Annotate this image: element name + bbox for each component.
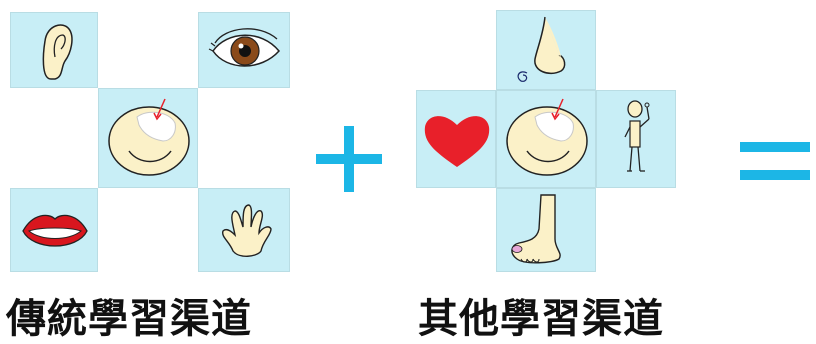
plus-sign — [316, 126, 382, 192]
hand-icon — [221, 204, 272, 257]
brain-tile-right — [496, 90, 596, 188]
traditional-channels-grid — [0, 0, 300, 280]
ear-icon — [42, 24, 73, 80]
hand-tile — [198, 188, 290, 272]
equals-sign — [740, 142, 810, 180]
lips-icon — [22, 214, 88, 247]
foot-tile — [496, 188, 596, 272]
heart-tile — [416, 90, 496, 188]
brain-face-icon — [506, 98, 588, 176]
eye-icon — [208, 28, 280, 67]
eye-tile — [198, 12, 290, 88]
ear-tile — [10, 12, 98, 88]
heart-icon — [424, 116, 490, 167]
stick-figure-tile — [596, 90, 676, 188]
stick-figure-icon — [624, 100, 650, 172]
caption-traditional-channels: 傳統學習渠道 — [6, 296, 252, 342]
nose-tile — [496, 10, 596, 90]
brain-face-icon — [108, 98, 190, 176]
other-channels-grid — [410, 0, 710, 280]
nose-icon — [517, 16, 566, 82]
brain-tile-left — [98, 88, 198, 188]
lips-tile — [10, 188, 98, 272]
foot-icon — [511, 194, 561, 264]
caption-other-channels: 其他學習渠道 — [418, 296, 664, 342]
